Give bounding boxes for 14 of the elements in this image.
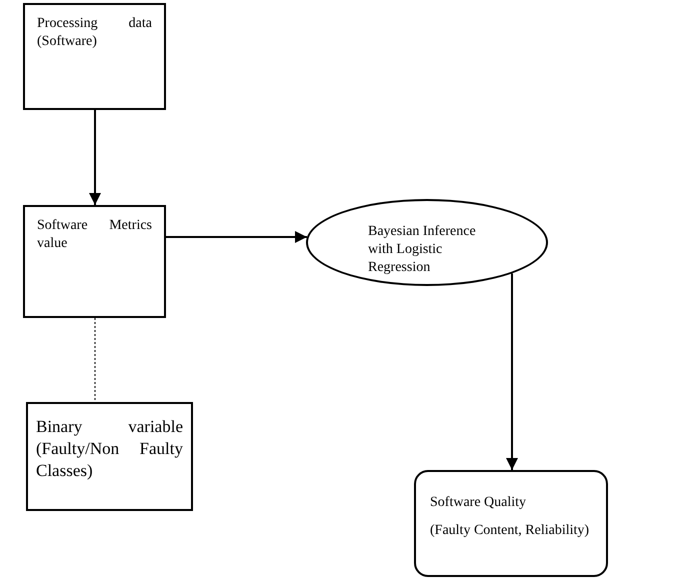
- node-title: Binary variable (Faulty/Non Faulty Classes): [36, 416, 183, 482]
- arrow: [89, 110, 101, 205]
- process-box: [26, 402, 193, 511]
- process-box: [23, 205, 166, 318]
- arrow: [506, 273, 518, 470]
- rounded-box: [414, 470, 608, 577]
- node-title: Bayesian Inference with Logistic Regression: [368, 223, 477, 278]
- node-title: Software Quality: [430, 494, 528, 512]
- node-text: (Faulty Content, Reliability): [430, 522, 590, 540]
- connector-line: [94, 318, 96, 402]
- node-title: Processing data (Software): [37, 15, 152, 52]
- process-box: [23, 3, 166, 110]
- node-title: Software Metrics value: [37, 217, 152, 254]
- arrow: [166, 231, 307, 243]
